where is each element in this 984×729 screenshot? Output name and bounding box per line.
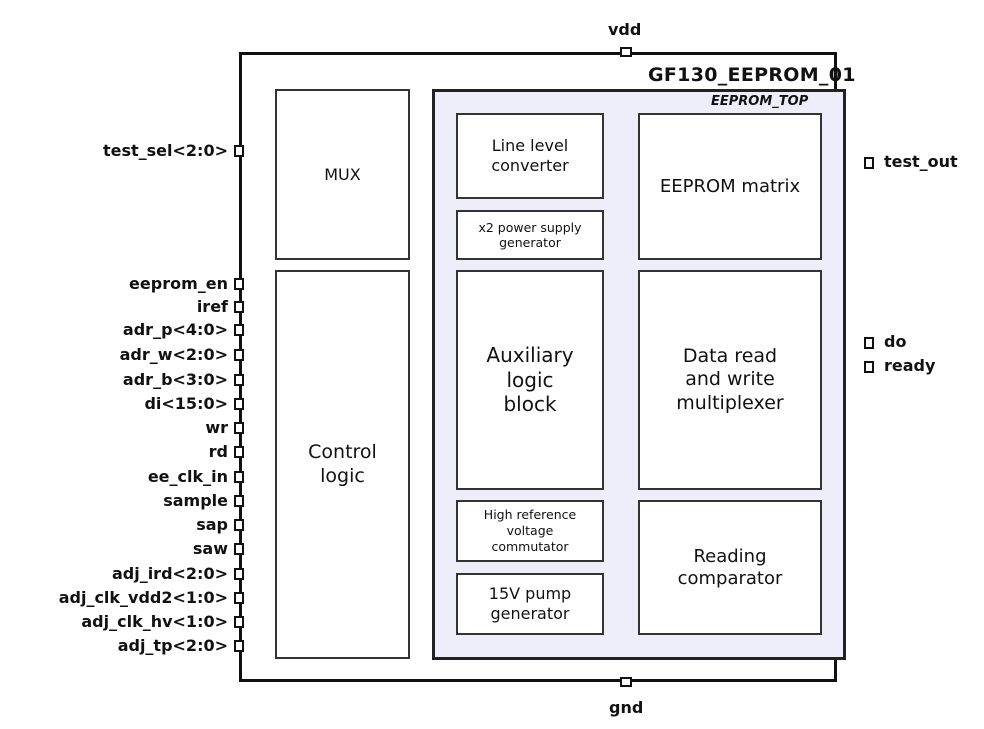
block-eeprom-matrix: EEPROM matrix [638, 113, 822, 260]
block-x2-power-supply-generator: x2 power supply generator [456, 210, 604, 260]
pin-label-left: sap [196, 515, 228, 534]
pin-left[interactable] [234, 640, 244, 652]
chip-name: GF130_EEPROM_01 [648, 64, 856, 86]
pin-label-left: di<15:0> [144, 394, 228, 413]
pin-label-vdd: vdd [608, 20, 642, 39]
pin-label-left: test_sel<2:0> [102, 141, 228, 160]
pin-left[interactable] [234, 543, 244, 555]
pin-left[interactable] [234, 301, 244, 313]
block-15v-pump-generator: 15V pump generator [456, 573, 604, 635]
block-mux: MUX [275, 89, 410, 260]
pin-gnd[interactable] [620, 677, 632, 687]
pin-left[interactable] [234, 324, 244, 336]
pin-bus-wire-right [868, 150, 871, 390]
pin-label-gnd: gnd [609, 698, 644, 717]
pin-label-left: rd [208, 442, 228, 461]
pin-label-right: do [884, 332, 907, 351]
pin-left[interactable] [234, 592, 244, 604]
pin-label-left: sample [163, 491, 228, 510]
block-data-read-write-multiplexer: Data read and write multiplexer [638, 270, 822, 490]
pin-left[interactable] [234, 422, 244, 434]
block-control-logic: Control logic [275, 270, 410, 659]
pin-vdd[interactable] [620, 47, 632, 57]
pin-label-left: adr_b<3:0> [122, 370, 228, 389]
pin-label-left: adj_ird<2:0> [111, 564, 228, 583]
block-auxiliary-logic: Auxiliary logic block [456, 270, 604, 490]
pin-right[interactable] [864, 361, 874, 373]
pin-left[interactable] [234, 349, 244, 361]
pin-right[interactable] [864, 157, 874, 169]
pin-label-left: eeprom_en [129, 274, 228, 293]
block-reading-comparator: Reading comparator [638, 500, 822, 635]
pin-left[interactable] [234, 278, 244, 290]
pin-left[interactable] [234, 495, 244, 507]
pin-label-right: ready [884, 356, 936, 375]
pin-label-left: wr [205, 418, 228, 437]
pin-left[interactable] [234, 519, 244, 531]
pin-label-left: adj_tp<2:0> [117, 636, 228, 655]
pin-left[interactable] [234, 374, 244, 386]
pin-label-left: ee_clk_in [147, 467, 228, 486]
pin-left[interactable] [234, 145, 244, 157]
pin-left[interactable] [234, 471, 244, 483]
block-high-reference-voltage-commutator: High reference voltage commutator [456, 500, 604, 562]
pin-left[interactable] [234, 568, 244, 580]
pin-label-left: adr_p<4:0> [122, 320, 228, 339]
pin-label-left: adr_w<2:0> [119, 345, 228, 364]
pin-label-left: adj_clk_hv<1:0> [81, 612, 228, 631]
pin-left[interactable] [234, 616, 244, 628]
pin-left[interactable] [234, 398, 244, 410]
pin-right[interactable] [864, 337, 874, 349]
pin-label-right: test_out [884, 152, 958, 171]
pin-left[interactable] [234, 446, 244, 458]
block-line-level-converter: Line level converter [456, 113, 604, 199]
pin-label-left: adj_clk_vdd2<1:0> [58, 588, 228, 607]
pin-label-left: iref [196, 297, 228, 316]
pin-label-left: saw [192, 539, 228, 558]
eeprom-top-title: EEPROM_TOP [711, 94, 809, 109]
